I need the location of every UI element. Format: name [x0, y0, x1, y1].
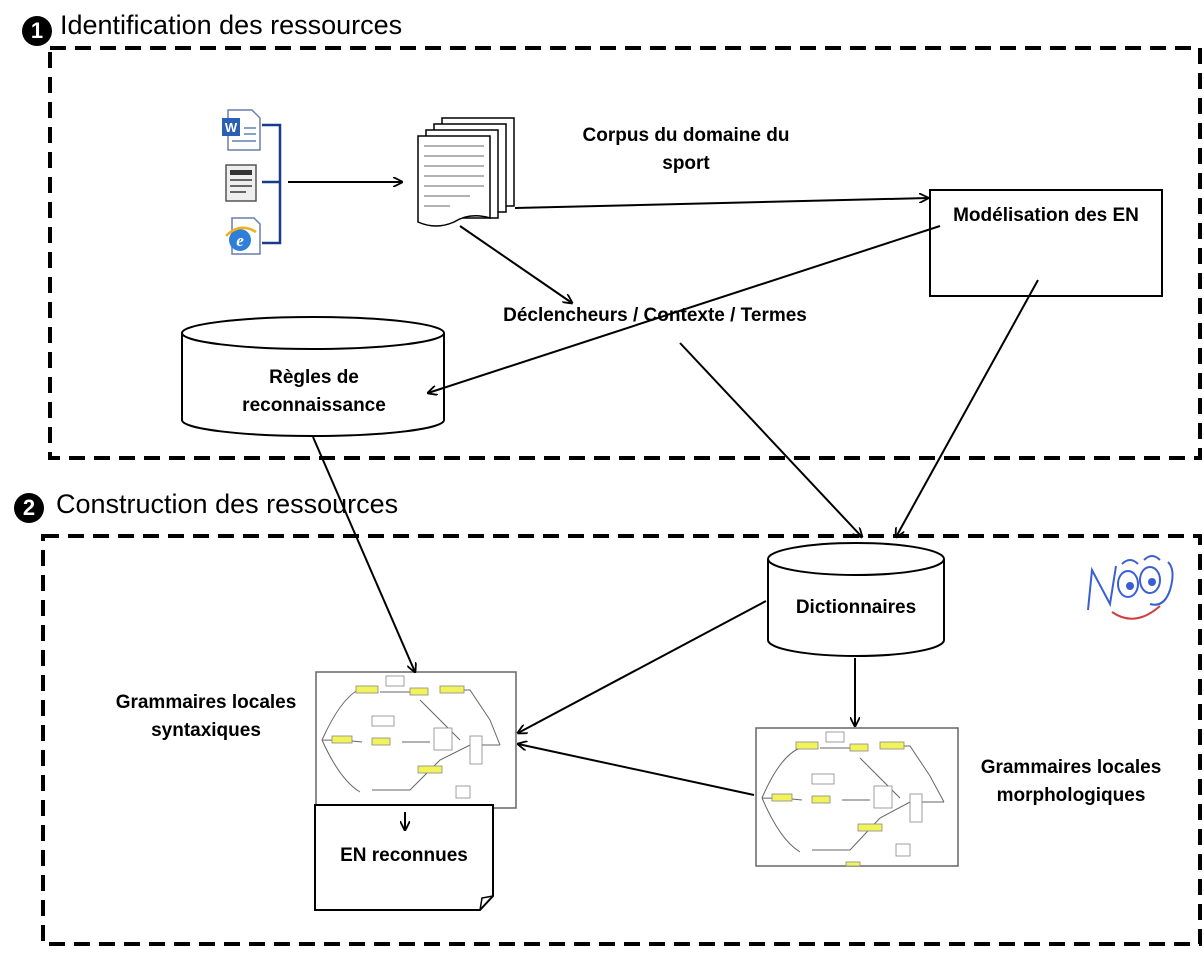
grammar-morphologiques-graph [755, 727, 959, 867]
section-2-frame [41, 534, 1202, 946]
regles-label: Règles de reconnaissance [242, 367, 386, 416]
word-document-icon: W [222, 109, 261, 151]
en-reconnues-label: EN reconnues [340, 845, 468, 866]
text-document-icon [225, 164, 257, 202]
regles-cylinder [181, 316, 445, 437]
svg-text:W: W [225, 120, 238, 135]
section-1-title: Identification des ressources [60, 10, 403, 40]
corpus-pages-icon [417, 117, 515, 227]
section-1-frame [48, 46, 1202, 460]
modelisation-box [929, 189, 1163, 297]
dictionnaires-cylinder [767, 542, 945, 657]
gram-syntaxiques-label: Grammaires locales syntaxiques [115, 692, 297, 741]
internet-explorer-icon: e [225, 217, 261, 255]
dictionnaires-label: Dictionnaires [795, 597, 917, 618]
corpus-label: Corpus du domaine du sport [582, 125, 790, 174]
gram-morphologiques-label: Grammaires locales morphologiques [980, 757, 1162, 806]
section-2-number: 2 [14, 493, 44, 523]
noo-logo-icon [1087, 555, 1174, 620]
section-2-title: Construction des ressources [56, 489, 399, 519]
grammar-syntaxiques-graph [315, 671, 517, 814]
en-reconnues-doc [314, 804, 494, 911]
section-1-number: 1 [22, 16, 52, 46]
svg-text:e: e [236, 231, 244, 250]
modelisation-label: Modélisation des EN [953, 205, 1139, 226]
declencheurs-label: Déclencheurs / Contexte / Termes [503, 305, 807, 326]
